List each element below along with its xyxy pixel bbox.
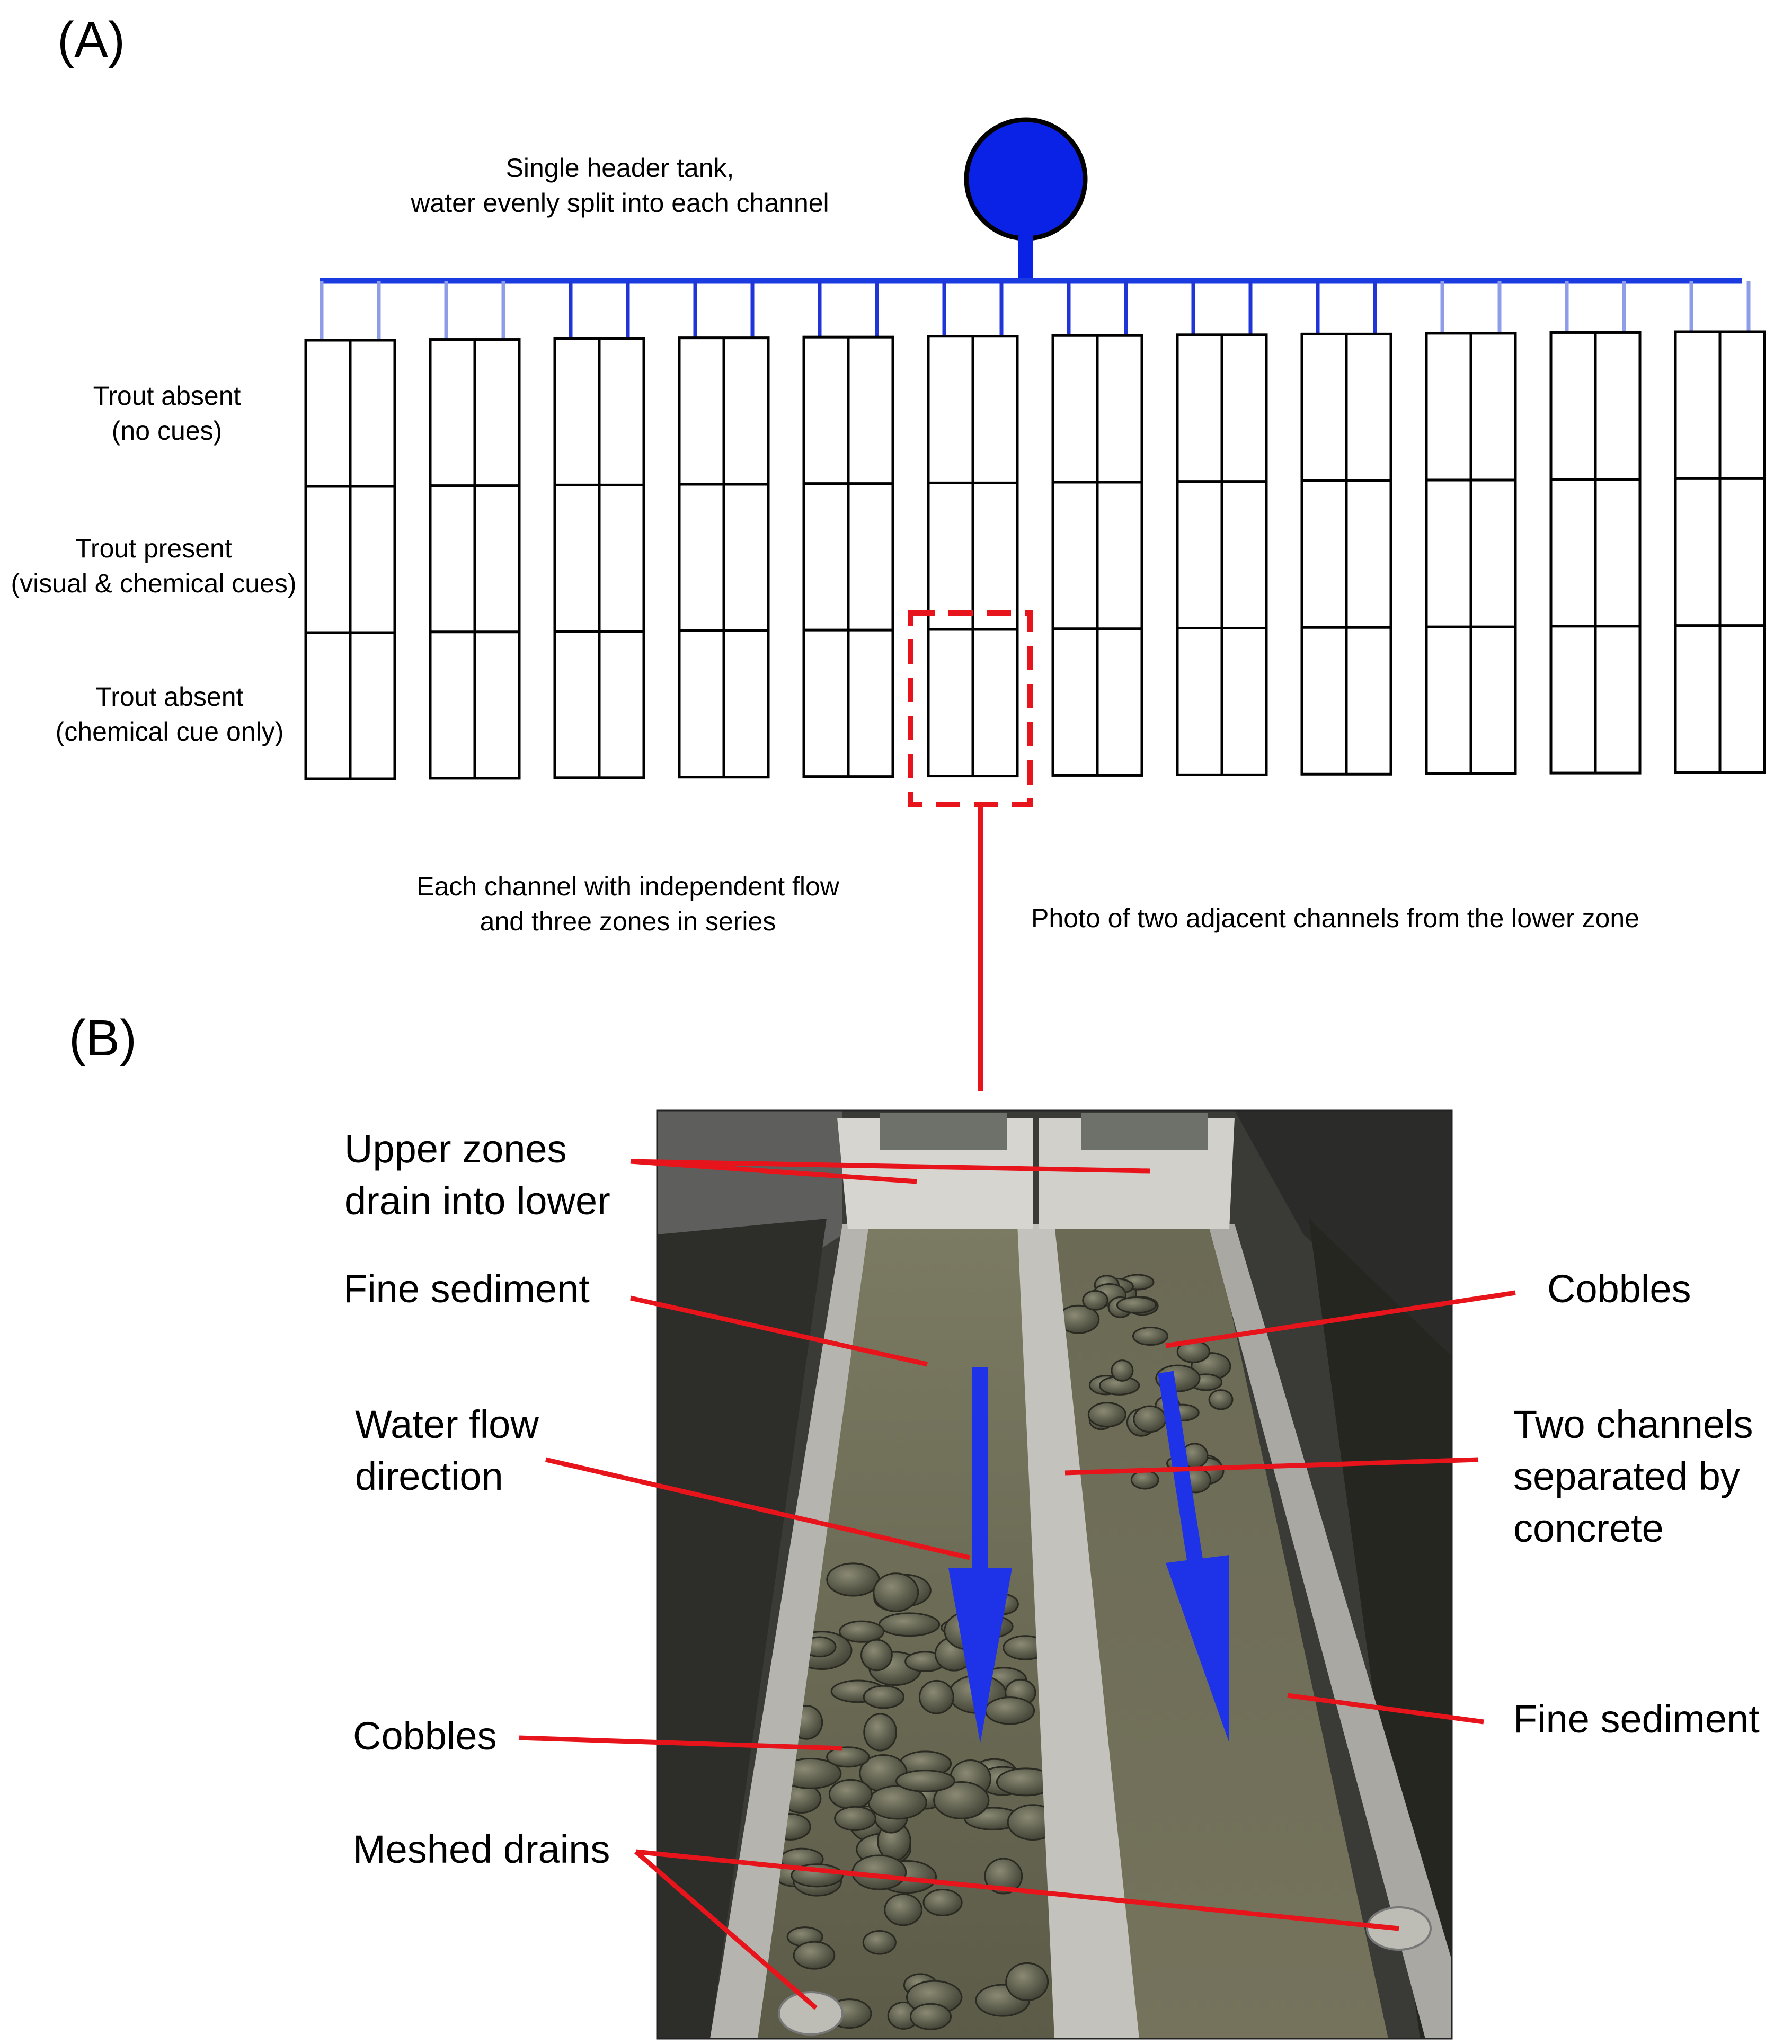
channel-layout-diagram (304, 117, 1766, 1091)
zone-label-upper-line1: Trout absent (93, 381, 241, 411)
cobble (863, 1713, 898, 1752)
label-water-flow-line2: direction (355, 1454, 503, 1498)
channel-pair (553, 337, 645, 779)
label-two-channels: Two channels separated by concrete (1513, 1399, 1753, 1554)
channel-pair (927, 335, 1019, 778)
label-upper-zones-line1: Upper zones (344, 1127, 567, 1171)
zone-label-middle: Trout present (visual & chemical cues) (0, 531, 307, 601)
channel-pair (1425, 332, 1517, 775)
cobble (1133, 1405, 1167, 1433)
label-water-flow-line1: Water flow (355, 1402, 539, 1446)
lower-zone-highlight-box (908, 610, 1033, 807)
channel-note-line2: and three zones in series (480, 907, 776, 936)
cobble (1087, 1402, 1126, 1428)
cobble (984, 1696, 1035, 1725)
feed-pipes (320, 281, 1751, 340)
cobble (1082, 1290, 1108, 1311)
cobble (878, 1612, 941, 1637)
label-cobbles-right: Cobbles (1547, 1267, 1691, 1311)
right-concrete-edge (1208, 1224, 1452, 2039)
header-tank-label-line2: water evenly split into each channel (411, 188, 829, 218)
cobble (1111, 1359, 1134, 1382)
zone-label-upper: Trout absent (no cues) (0, 378, 334, 448)
channel-pair (802, 335, 894, 778)
leader-lines (519, 1159, 1516, 2010)
label-two-channels-line1: Two channels (1513, 1402, 1753, 1446)
cobble (984, 1858, 1023, 1895)
cobble-stones (769, 1274, 1234, 2030)
channels (304, 330, 1766, 780)
zone-label-lower: Trout absent (chemical cue only) (0, 679, 339, 749)
cobble (933, 1781, 990, 1819)
channel-pair (429, 338, 521, 780)
cobble (839, 1620, 885, 1643)
label-two-channels-line3: concrete (1513, 1506, 1664, 1550)
cobble (922, 1888, 963, 1916)
center-concrete-divider (1017, 1224, 1139, 2039)
label-upper-zones: Upper zones drain into lower (344, 1123, 610, 1227)
channel-pair (1300, 332, 1392, 776)
cobble (895, 1770, 955, 1792)
cobble (863, 1685, 905, 1709)
cobble (918, 1679, 954, 1714)
label-meshed-drains: Meshed drains (353, 1827, 610, 1871)
flow-arrow-right (1158, 1371, 1229, 1743)
cobble (828, 1779, 873, 1810)
upper-block-left-slot (880, 1113, 1007, 1150)
zone-label-middle-line2: (visual & chemical cues) (11, 568, 297, 598)
label-fine-sediment-right: Fine sediment (1513, 1697, 1760, 1741)
cobble (1130, 1470, 1159, 1490)
flow-arrow-left (948, 1367, 1012, 1743)
cobble (826, 1746, 870, 1768)
zone-label-lower-line2: (chemical cue only) (55, 717, 284, 746)
zone-label-middle-line1: Trout present (75, 534, 232, 563)
channel-note: Each channel with independent flow and t… (382, 869, 874, 939)
cobble (862, 1930, 897, 1955)
cobble (884, 1893, 922, 1926)
photo-note: Photo of two adjacent channels from the … (1031, 903, 1639, 933)
left-concrete-edge (710, 1224, 869, 2039)
zone-label-lower-line1: Trout absent (95, 682, 244, 712)
header-tank-label-line1: Single header tank, (505, 153, 734, 183)
channel-pair (1549, 331, 1642, 775)
header-tank-label: Single header tank, water evenly split i… (371, 150, 869, 220)
label-water-flow: Water flow direction (355, 1399, 539, 1503)
header-tank (964, 117, 1088, 281)
cobble (834, 1806, 876, 1832)
label-two-channels-line2: separated by (1513, 1454, 1740, 1498)
cobble (910, 2003, 952, 2030)
cobble (873, 1572, 919, 1612)
label-cobbles-left: Cobbles (353, 1714, 497, 1758)
cobble (1208, 1389, 1234, 1410)
panel-label-b: (B) (69, 1010, 137, 1067)
label-upper-zones-line2: drain into lower (344, 1179, 610, 1223)
left-outer-shade (657, 1219, 827, 2039)
channel-pair (678, 336, 770, 779)
cobble (1116, 1296, 1157, 1314)
left-drain (778, 1991, 844, 2036)
cobble (793, 1941, 836, 1970)
upper-block-right-slot (1081, 1113, 1208, 1150)
right-outer-shade (1309, 1219, 1452, 2039)
zone-label-upper-line2: (no cues) (111, 416, 223, 446)
channel-pair (1176, 333, 1268, 776)
cobble (1132, 1326, 1169, 1346)
cobble (826, 1562, 880, 1597)
channel-pair (304, 339, 396, 780)
panel-label-a: (A) (57, 12, 125, 68)
label-fine-sediment-left: Fine sediment (343, 1267, 590, 1311)
cobble (860, 1639, 893, 1672)
channel-pair (1674, 330, 1766, 774)
photo-frame (656, 1109, 1453, 2040)
channel-pair (1051, 334, 1143, 777)
channel-note-line1: Each channel with independent flow (416, 872, 839, 901)
cobble (1005, 1962, 1049, 2001)
